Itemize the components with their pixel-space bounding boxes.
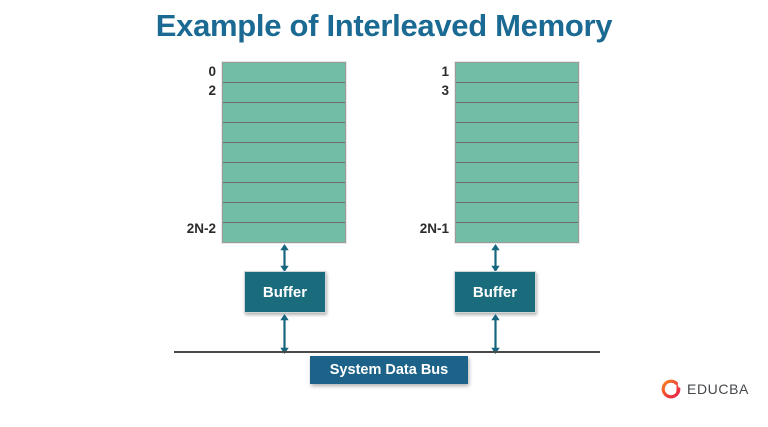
- address-label-odd-first: 1: [441, 64, 449, 79]
- memory-row: [223, 203, 345, 223]
- system-data-bus-text: System Data Bus: [329, 362, 449, 378]
- address-label-even-first: 0: [208, 64, 216, 79]
- double-headed-vertical-arrow-icon: [491, 244, 500, 272]
- memory-row: [456, 203, 578, 223]
- buffer-box-odd: Buffer: [454, 271, 536, 313]
- memory-row: [456, 183, 578, 203]
- memory-row: [223, 163, 345, 183]
- double-headed-vertical-arrow-icon: [280, 244, 289, 272]
- memory-row: [456, 63, 578, 83]
- system-data-bus-line: [174, 351, 600, 353]
- address-label-even-second: 2: [208, 83, 216, 98]
- buffer-label: Buffer: [472, 283, 518, 301]
- memory-row: [456, 103, 578, 123]
- memory-row: [456, 163, 578, 183]
- double-headed-vertical-arrow-icon: [491, 314, 500, 354]
- memory-row: [223, 83, 345, 103]
- memory-row: [223, 143, 345, 163]
- memory-bank-odd: [455, 62, 579, 243]
- memory-bank-even: [222, 62, 346, 243]
- page-title: Example of Interleaved Memory: [155, 8, 613, 43]
- educba-play-circle-icon: [661, 379, 681, 399]
- buffer-label: Buffer: [262, 283, 308, 301]
- memory-row: [223, 63, 345, 83]
- educba-logo-text: EDUCBA: [687, 381, 749, 397]
- address-label-even-last: 2N-2: [186, 221, 216, 236]
- double-headed-vertical-arrow-icon: [280, 314, 289, 354]
- memory-row: [223, 223, 345, 242]
- memory-row: [456, 143, 578, 163]
- educba-logo: EDUCBA: [660, 378, 749, 400]
- address-label-odd-last: 2N-1: [419, 221, 449, 236]
- buffer-box-even: Buffer: [244, 271, 326, 313]
- address-label-odd-second: 3: [441, 83, 449, 98]
- memory-row: [223, 183, 345, 203]
- memory-row: [456, 83, 578, 103]
- memory-row: [456, 223, 578, 242]
- memory-row: [223, 103, 345, 123]
- system-data-bus-label: System Data Bus: [310, 356, 468, 384]
- memory-row: [223, 123, 345, 143]
- memory-row: [456, 123, 578, 143]
